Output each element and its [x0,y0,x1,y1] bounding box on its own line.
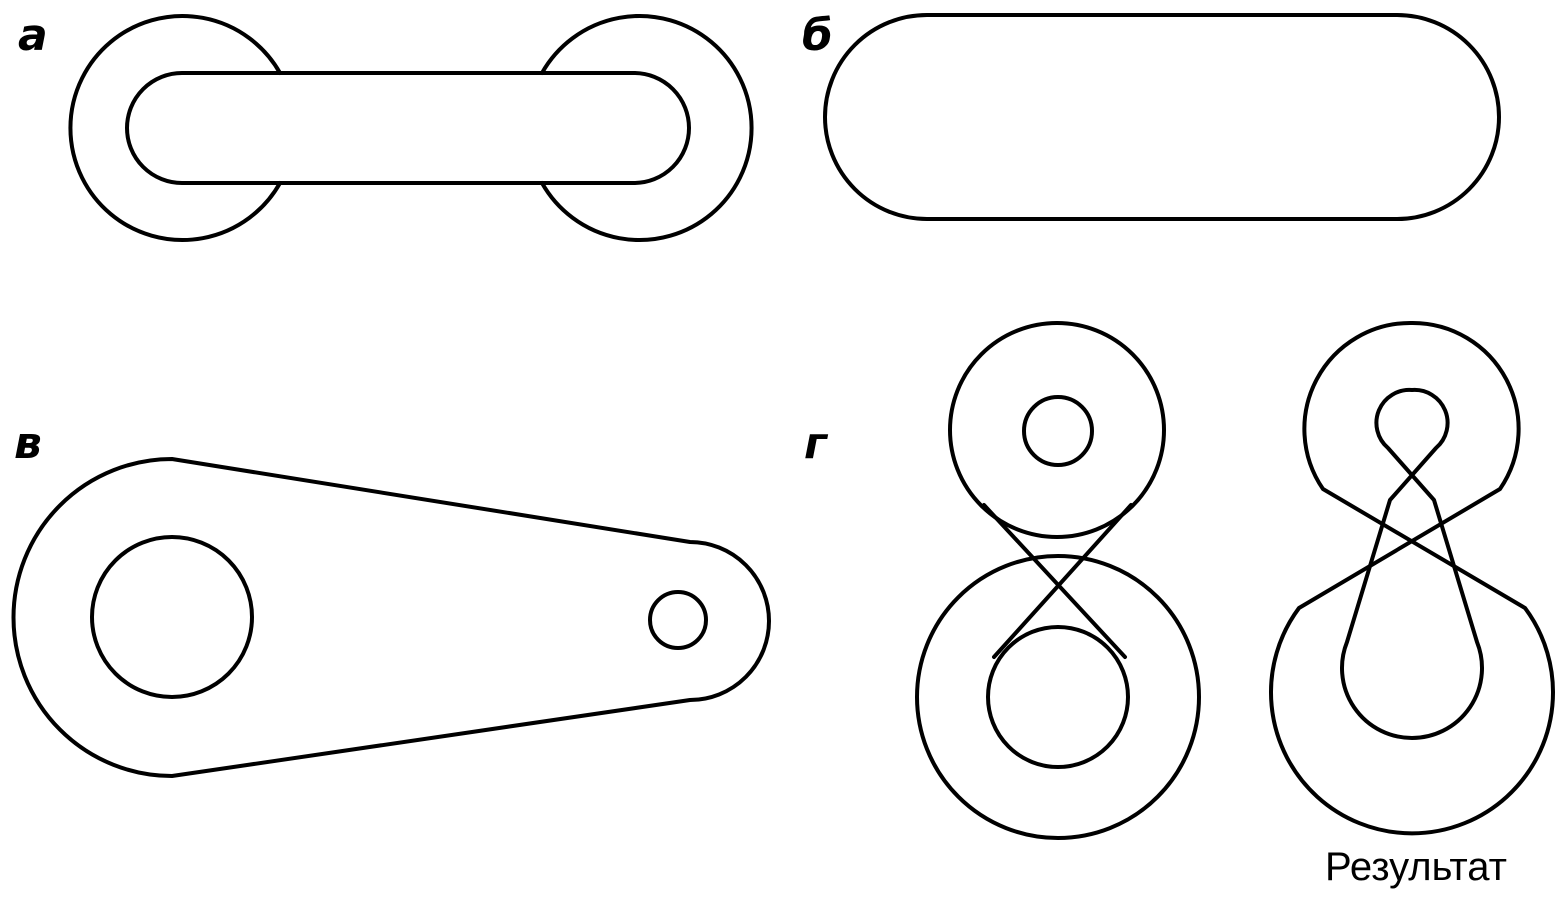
construction-upper-circle [948,321,1166,539]
panel-b: б [802,10,1501,221]
construction-upper-hole [1022,395,1094,467]
result-figure-eight-outer [1269,320,1555,836]
construction-lower-hole [986,625,1130,769]
panel-g-construction [915,321,1201,840]
panel-b-label: б [802,10,833,61]
panel-g: г Результат [804,320,1555,889]
construction-tangent-lines [982,503,1133,659]
result-figure-eight-inner [1340,387,1484,740]
result-caption: Результат [1325,845,1507,889]
construction-lower-circle [915,554,1201,840]
panel-v-large-hole [90,535,254,699]
panel-a-label: а [18,10,48,61]
panel-v: в [11,418,771,778]
panel-g-label: г [804,418,829,469]
panel-a-inner-bar [125,71,691,185]
panel-v-small-hole [648,590,708,650]
panel-a: а [18,10,754,242]
panel-a-outer-outline [68,14,754,242]
panel-g-result [1269,320,1555,836]
panel-v-label: в [14,418,42,469]
panel-v-lever-outline [11,457,771,778]
panel-b-stadium [823,13,1501,221]
